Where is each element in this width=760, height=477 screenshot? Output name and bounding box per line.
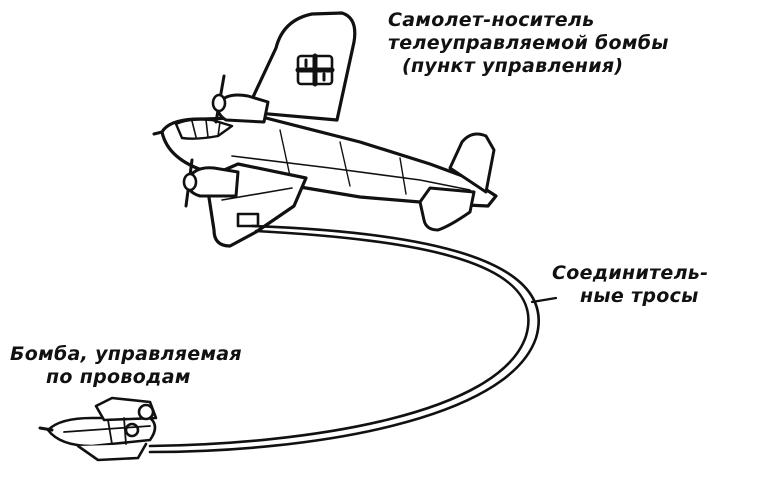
carrier-label-line-2: телеуправляемой бомбы	[388, 32, 669, 54]
carrier-label-line-3: (пункт управления)	[402, 55, 624, 77]
cable-leader-line	[530, 296, 558, 304]
connecting-cables-label: Соединитель- ные тросы	[552, 262, 708, 308]
bomb-label-line-1: Бомба, управляемая	[10, 343, 242, 365]
guided-bomb-label: Бомба, управляемая по проводам	[10, 343, 242, 389]
carrier-aircraft-label: Самолет-носитель телеуправляемой бомбы (…	[388, 9, 669, 78]
carrier-label-line-1: Самолет-носитель	[388, 9, 595, 31]
carrier-aircraft-illustration	[152, 11, 498, 248]
cables-label-line-2: ные тросы	[580, 285, 699, 307]
cables-label-line-1: Соединитель-	[552, 262, 709, 284]
guided-bomb-illustration	[38, 396, 158, 462]
bomb-label-line-2: по проводам	[46, 366, 191, 388]
connecting-cables-illustration	[148, 224, 540, 454]
